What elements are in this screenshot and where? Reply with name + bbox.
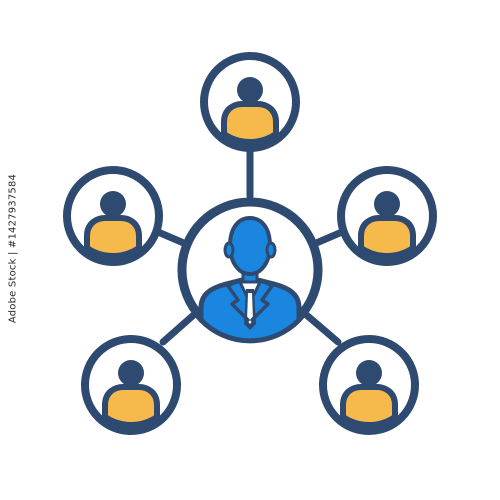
businessman-icon: [198, 215, 302, 344]
person-icon: [102, 360, 160, 429]
connector-lower-right: [299, 308, 342, 346]
person-icon: [358, 191, 416, 260]
connector-upper-right: [310, 228, 346, 248]
person-icon: [221, 77, 279, 146]
person-node-lower-right: [319, 335, 419, 435]
person-node-upper-left: [63, 166, 163, 266]
center-leader-node: [177, 197, 323, 344]
person-node-top: [200, 52, 300, 152]
person-node-upper-right: [337, 166, 437, 266]
connector-upper-left: [154, 228, 190, 248]
person-icon: [84, 191, 142, 260]
person-node-lower-left: [81, 335, 181, 435]
connector-lines: [154, 142, 346, 346]
stock-watermark-id: Adobe Stock | #1427937584: [7, 173, 19, 324]
person-icon: [340, 360, 398, 429]
connector-lower-left: [159, 308, 201, 346]
